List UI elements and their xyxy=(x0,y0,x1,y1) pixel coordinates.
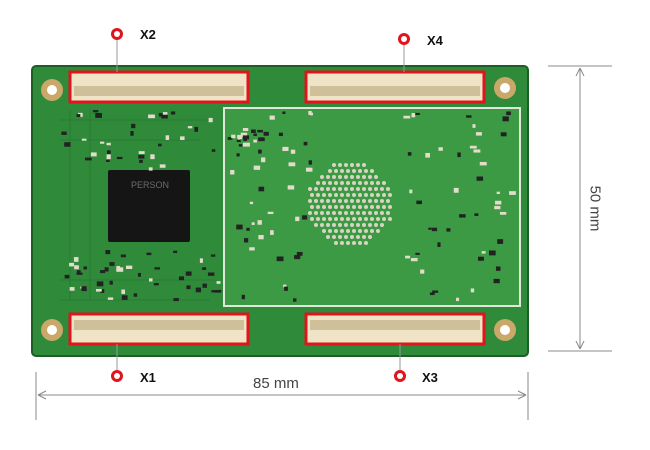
mounting-hole-bottom-left xyxy=(41,319,63,341)
connector-x2 xyxy=(68,70,250,104)
height-label: 50 mm xyxy=(586,185,604,232)
memory-chip: PERSON xyxy=(108,170,190,242)
label-x3: X3 xyxy=(422,370,438,385)
connector-x4 xyxy=(304,70,486,104)
callout-x3-marker xyxy=(394,344,406,382)
pcb-board-edge xyxy=(31,65,529,357)
chip-marking: PERSON xyxy=(131,180,169,190)
connector-x3 xyxy=(304,312,486,346)
callout-x4-marker xyxy=(398,33,410,72)
label-x4: X4 xyxy=(427,33,443,48)
label-x1: X1 xyxy=(140,370,156,385)
small-components xyxy=(61,110,516,302)
mounting-hole-bottom-right xyxy=(494,319,516,341)
pcb-traces xyxy=(60,110,215,301)
mounting-hole-top-left xyxy=(41,79,63,101)
bga-component-field xyxy=(308,163,392,245)
mounting-hole-top-right xyxy=(494,77,516,99)
connector-x1 xyxy=(68,312,250,346)
label-x2: X2 xyxy=(140,27,156,42)
width-dimension xyxy=(35,372,529,420)
callout-x2-marker xyxy=(111,28,123,72)
callout-x1-marker xyxy=(111,344,123,382)
width-label: 85 mm xyxy=(253,375,299,392)
height-dimension xyxy=(548,65,612,352)
